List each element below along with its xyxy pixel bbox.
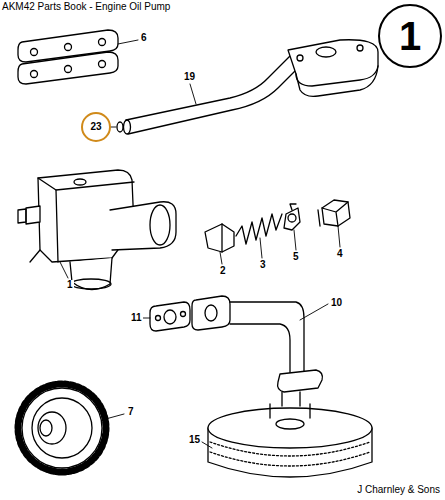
relief-valve-parts [205, 200, 350, 252]
callout-number: 6 [140, 33, 148, 43]
pump-body [18, 170, 176, 290]
callout-number: 23 [90, 122, 101, 132]
credit-caption: J Charnley & Sons [357, 485, 440, 495]
callout-number: 2 [219, 266, 227, 276]
callout-number: 3 [259, 260, 267, 270]
gasket-pair [18, 30, 118, 84]
callout-number: 11 [130, 313, 143, 323]
oil-strainer [208, 392, 372, 477]
o-ring [117, 122, 123, 132]
callout-number: 7 [127, 407, 135, 417]
delivery-pipe [124, 40, 379, 134]
callout-number: 10 [330, 298, 343, 308]
highlight-circle: 23 [81, 112, 111, 142]
leader-lines [60, 40, 340, 448]
page-title: AKM42 Parts Book - Engine Oil Pump [2, 2, 170, 12]
gear-wheel [18, 384, 106, 472]
callout-number: 19 [183, 72, 196, 82]
figure-number-circle: 1 [378, 4, 442, 68]
callout-number: 1 [66, 280, 74, 290]
suction-pipe [150, 296, 322, 392]
callout-number: 1 [399, 16, 421, 56]
callout-number: 15 [188, 435, 201, 445]
callout-number: 4 [336, 249, 344, 259]
callout-number: 5 [292, 252, 300, 262]
